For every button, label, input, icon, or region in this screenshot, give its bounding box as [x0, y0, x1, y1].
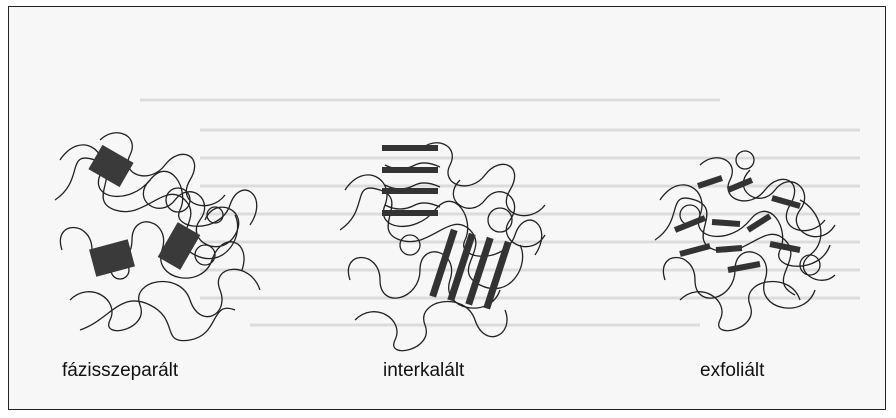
background-faded-text	[140, 98, 860, 327]
phase-separated-diagram	[54, 132, 261, 342]
caption-exfoliated: exfoliált	[700, 360, 765, 381]
exfoliated-diagram	[654, 150, 836, 332]
caption-intercalated: interkalált	[383, 360, 465, 381]
clay-tactoids	[88, 144, 201, 277]
polymer-chains	[54, 132, 261, 342]
intercalated-diagram	[339, 142, 546, 352]
polymer-chains	[339, 142, 546, 352]
exfoliated-platelets	[673, 175, 801, 273]
intercalated-stack	[382, 145, 438, 216]
caption-phase-separated: fázisszeparált	[62, 360, 179, 381]
tilted-stack	[429, 228, 512, 310]
